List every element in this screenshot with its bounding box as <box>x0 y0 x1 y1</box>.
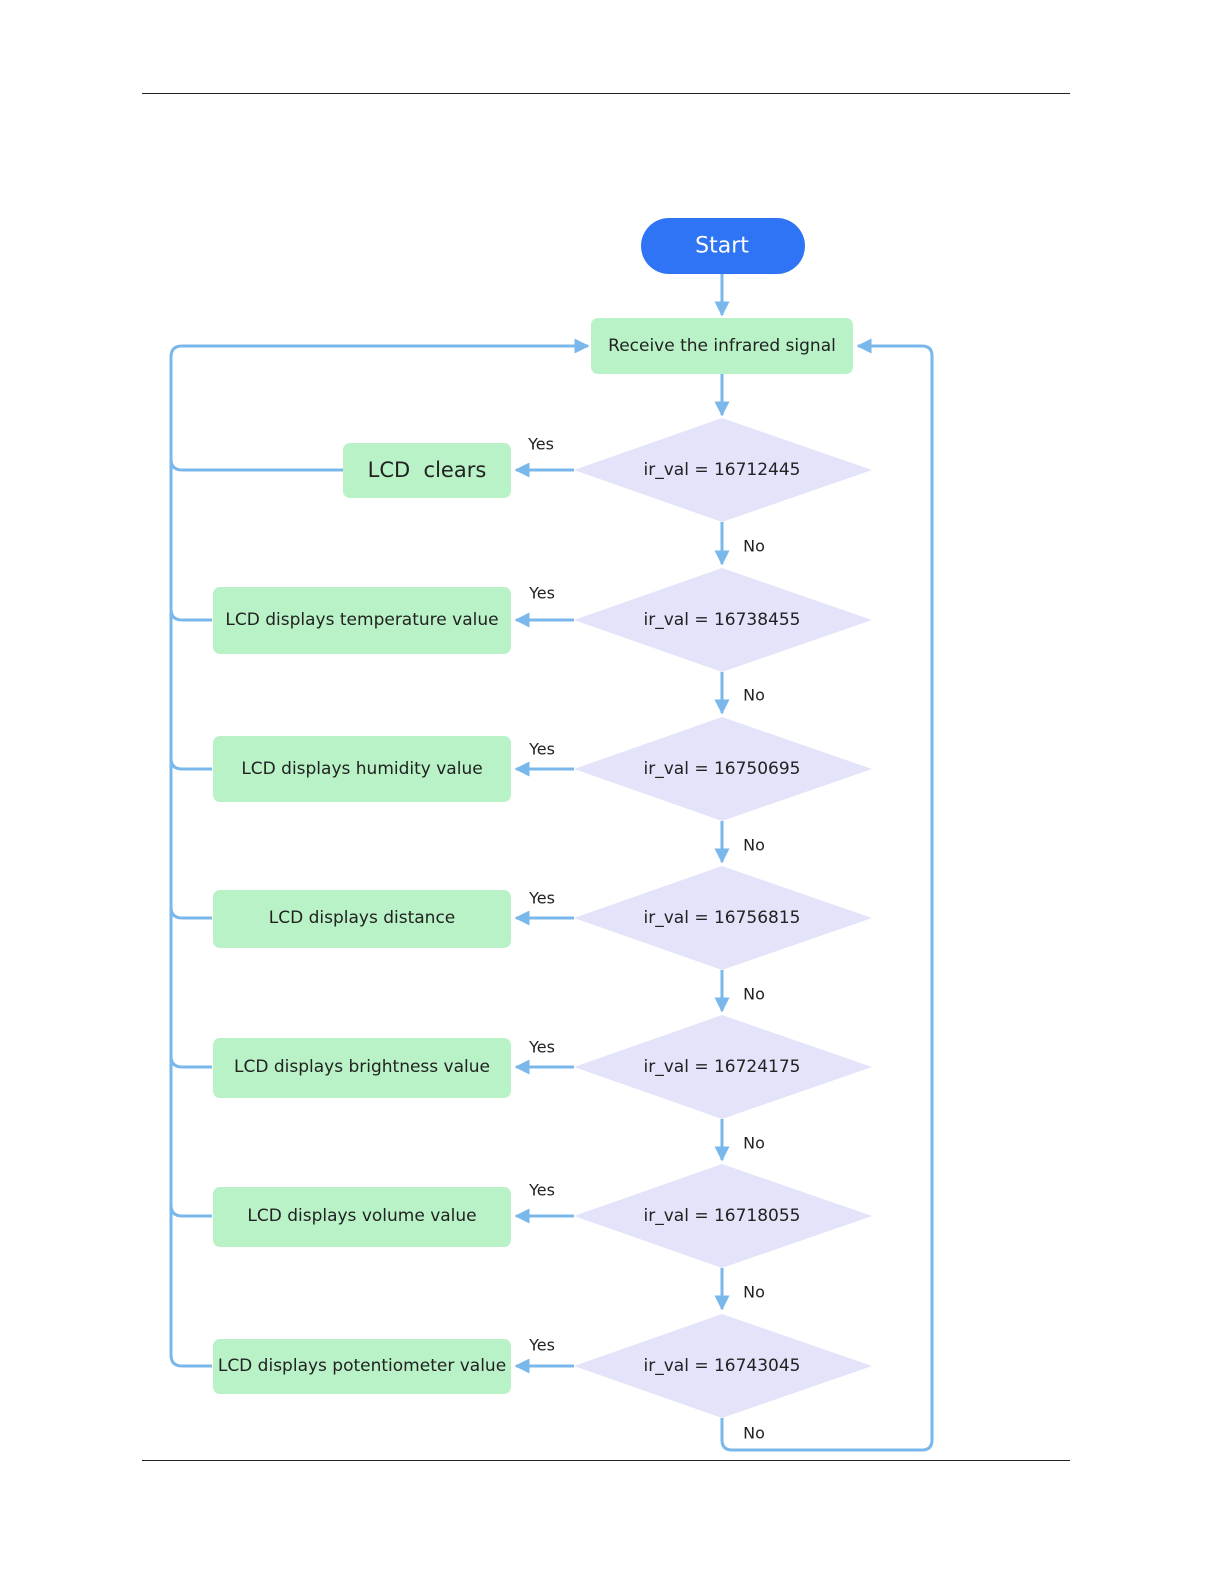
action-shape <box>213 1187 511 1247</box>
receive-shape <box>591 318 853 374</box>
decision-label: ir_val = 16718055 <box>644 1206 801 1226</box>
action-5: LCD displays brightness value <box>213 1038 511 1098</box>
action-6: LCD displays volume value <box>213 1187 511 1247</box>
action-label: LCD displays temperature value <box>225 610 498 630</box>
decision-3: ir_val = 16750695 <box>574 717 872 821</box>
decision-shape <box>574 717 872 821</box>
action-shape <box>213 1038 511 1098</box>
yes-label-1: Yes <box>527 435 554 454</box>
action-shape <box>343 443 511 498</box>
connectors <box>169 274 934 1452</box>
action-label: LCD clears <box>368 458 487 482</box>
return-line-2 <box>169 608 212 622</box>
action-label: LCD displays distance <box>269 908 456 928</box>
action-label: LCD displays brightness value <box>234 1057 490 1077</box>
action-1: LCD clears <box>343 443 511 498</box>
receive-label: Receive the infrared signal <box>608 336 836 356</box>
action-3: LCD displays humidity value <box>213 736 511 802</box>
action-shape <box>213 890 511 948</box>
decision-label: ir_val = 16712445 <box>644 460 801 480</box>
loop-back-right <box>720 338 934 1452</box>
return-line-1 <box>169 458 343 472</box>
start-label: Start <box>695 234 749 259</box>
decision-label: ir_val = 16724175 <box>644 1057 801 1077</box>
yes-label-7: Yes <box>528 1336 555 1355</box>
return-line-6 <box>169 1204 212 1218</box>
decision-shape <box>574 1314 872 1418</box>
header-rule <box>142 93 1070 94</box>
start-shape <box>641 218 805 274</box>
no-label-6: No <box>743 1283 765 1302</box>
decision-1: ir_val = 16712445 <box>574 418 872 522</box>
decision-label: ir_val = 16750695 <box>644 759 801 779</box>
action-label: LCD displays potentiometer value <box>218 1356 506 1376</box>
action-4: LCD displays distance <box>213 890 511 948</box>
no-label-3: No <box>743 836 765 855</box>
return-line-3 <box>169 757 212 771</box>
no-label-5: No <box>743 1134 765 1153</box>
action-shape <box>213 587 511 654</box>
yes-label-6: Yes <box>528 1181 555 1200</box>
decision-2: ir_val = 16738455 <box>574 568 872 672</box>
decision-7: ir_val = 16743045 <box>574 1314 872 1418</box>
no-label-7: No <box>743 1424 765 1443</box>
action-7: LCD displays potentiometer value <box>213 1339 511 1394</box>
decision-shape <box>574 1015 872 1119</box>
decision-label: ir_val = 16756815 <box>644 908 801 928</box>
return-line-4 <box>169 906 212 920</box>
yes-label-4: Yes <box>528 889 555 908</box>
yes-label-2: Yes <box>528 584 555 603</box>
yes-label-5: Yes <box>528 1038 555 1057</box>
receive-node: Receive the infrared signal <box>591 318 853 374</box>
no-label-1: No <box>743 537 765 556</box>
decision-5: ir_val = 16724175 <box>574 1015 872 1119</box>
decision-label: ir_val = 16743045 <box>644 1356 801 1376</box>
decision-shape <box>574 866 872 970</box>
footer-rule <box>142 1460 1070 1461</box>
no-label-2: No <box>743 686 765 705</box>
decision-4: ir_val = 16756815 <box>574 866 872 970</box>
action-2: LCD displays temperature value <box>213 587 511 654</box>
action-shape <box>213 1339 511 1394</box>
return-line-5 <box>169 1055 212 1069</box>
loop-back-left <box>169 338 590 1368</box>
decision-shape <box>574 1164 872 1268</box>
decision-shape <box>574 568 872 672</box>
decision-shape <box>574 418 872 522</box>
decision-label: ir_val = 16738455 <box>644 610 801 630</box>
action-label: LCD displays volume value <box>247 1206 476 1226</box>
no-label-4: No <box>743 985 765 1004</box>
action-shape <box>213 736 511 802</box>
yes-label-3: Yes <box>528 740 555 759</box>
start-node: Start <box>641 218 805 274</box>
decision-6: ir_val = 16718055 <box>574 1164 872 1268</box>
action-label: LCD displays humidity value <box>241 759 482 779</box>
